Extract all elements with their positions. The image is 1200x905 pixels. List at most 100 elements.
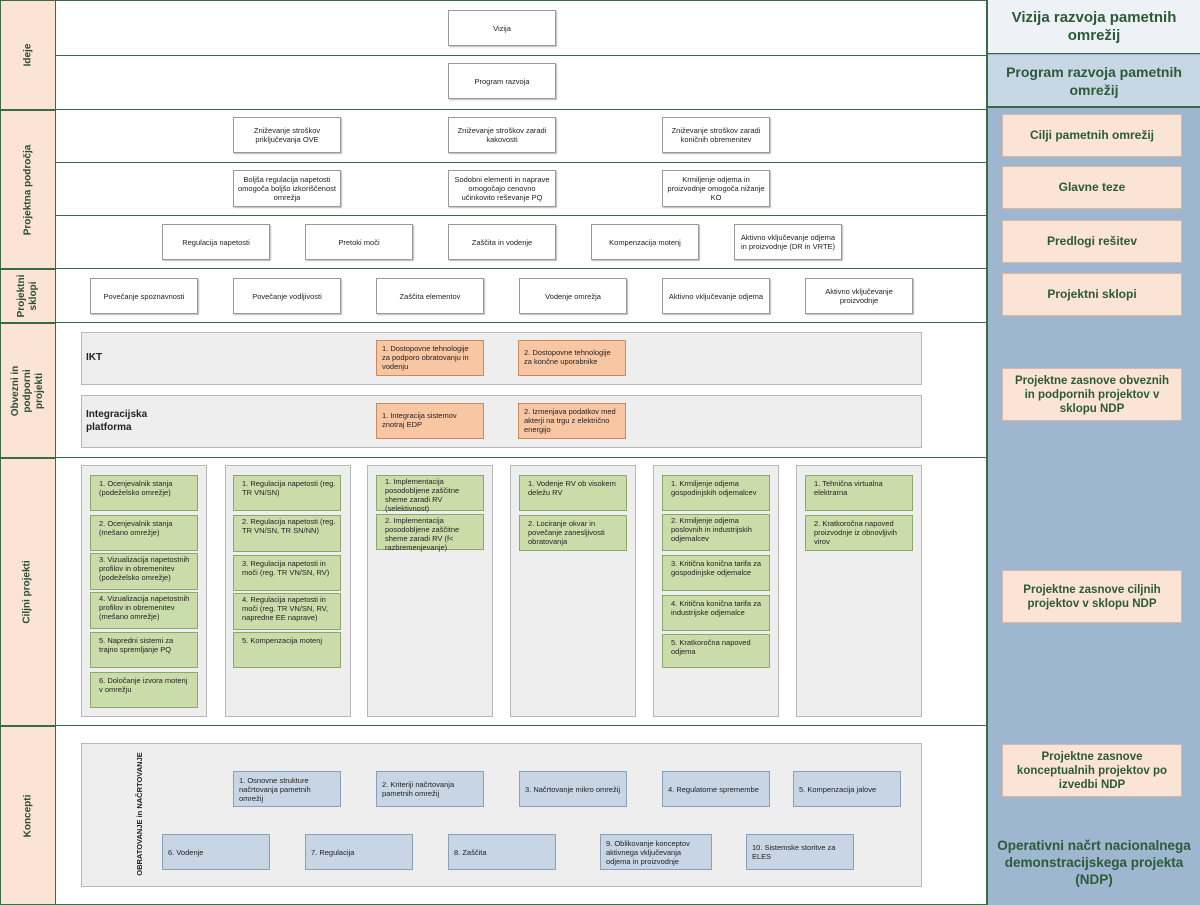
integracijska-title: Integracijska platforma (86, 409, 148, 433)
band-label-podrocja: Projektna področja (0, 110, 56, 269)
program-text: Program razvoja (474, 76, 530, 86)
program-box: Program razvoja (448, 63, 556, 99)
band-label-podrocja-text: Projektna področja (22, 144, 34, 235)
ciljni-item: 1. Tehnična virtualna elektrarna (805, 475, 913, 511)
sklop-box: Vodenje omrežja (519, 278, 627, 314)
right-vizija-title: Vizija razvoja pametnih omrežij (988, 0, 1200, 54)
koncept-item: 8. Zaščita (448, 834, 556, 870)
cilj-box: Zniževanje stroškov zaradi kakovosti (448, 117, 556, 153)
sklop-box: Aktivno vključevanje odjema (662, 278, 770, 314)
koncept-item: 4. Regulatorne spremembe (662, 771, 770, 807)
ikt-item: 1. Dostopovne tehnologije za podporo obr… (376, 340, 484, 376)
ciljni-item: 1. Regulacija napetosti (reg. TR VN/SN) (233, 475, 341, 511)
cilj-box: Zniževanje stroškov priključevanja OVE (233, 117, 341, 153)
koncept-item: 10. Sistemske storitve za ELES (746, 834, 854, 870)
resitev-box: Pretoki moči (305, 224, 413, 260)
cilj-text: Zniževanje stroškov zaradi koničnih obre… (671, 126, 761, 144)
teza-box: Boljša regulacija napetosti omogoča bolj… (233, 170, 341, 207)
integracijska-item: 1. Integracija sistemov znotraj EDP (376, 403, 484, 439)
ciljni-item: 6. Določanje izvora motenj v omrežju (90, 672, 198, 708)
ciljni-item: 5. Napredni sistemi za trajno spremljanj… (90, 632, 198, 668)
right-cilji: Cilji pametnih omrežij (1002, 114, 1182, 157)
integracijska-panel (81, 395, 922, 448)
ikt-item: 2. Dostopovne tehnologije za končne upor… (518, 340, 626, 376)
koncept-item: 1. Osnovne strukture načrtovanja pametni… (233, 771, 341, 807)
ciljni-item: 1. Ocenjevalnik stanja (podeželsko omrež… (90, 475, 198, 511)
right-program-title: Program razvoja pametnih omrežij (988, 55, 1200, 108)
cilj-text: Zniževanje stroškov priključevanja OVE (253, 126, 321, 144)
ciljni-item: 2. Lociranje okvar in povečanje zaneslji… (519, 515, 627, 551)
ciljni-item: 2. Implementacija posodobljene zaščitne … (376, 514, 484, 552)
ikt-panel (81, 332, 922, 385)
teza-box: Krmiljenje odjema in proizvodnje omogoča… (662, 170, 770, 207)
band-label-obvezni: Obvezni in podporni projekti (0, 323, 56, 458)
ciljni-item: 5. Kratkoročna napoved odjema (662, 634, 770, 668)
sklop-text: Povečanje spoznavnosti (103, 291, 185, 301)
right-sklopi: Projektni sklopi (1002, 273, 1182, 316)
sklop-box: Aktivno vključevanje proizvodnje (805, 278, 913, 314)
sklop-text: Aktivno vključevanje odjema (668, 291, 764, 301)
right-ciljni: Projektne zasnove ciljnih projektov v sk… (1002, 570, 1182, 623)
cilj-box: Zniževanje stroškov zaradi koničnih obre… (662, 117, 770, 153)
ikt-title: IKT (86, 352, 103, 363)
teza-text: Boljša regulacija napetosti omogoča bolj… (238, 175, 336, 202)
koncept-item: 5. Kompenzacija jalove (793, 771, 901, 807)
resitev-text: Aktivno vključevanje odjema in proizvodn… (740, 233, 836, 251)
ciljni-item: 4. Kritična konična tarifa za industrijs… (662, 595, 770, 631)
resitev-box: Zaščita in vodenje (448, 224, 556, 260)
sklop-text: Povečanje vodljivosti (252, 291, 322, 301)
ciljni-item: 2. Ocenjevalnik stanja (mešano omrežje) (90, 515, 198, 551)
koncept-item: 2. Kriteriji načrtovanja pametnih omreži… (376, 771, 484, 807)
koncepti-side-label: OBRATOVANJE in NAČRTOVANJE (135, 752, 144, 876)
band-label-ciljni: Ciljni projekti (0, 458, 56, 726)
resitev-box: Regulacija napetosti (162, 224, 270, 260)
right-koncepti: Projektne zasnove konceptualnih projekto… (1002, 744, 1182, 797)
right-predlogi: Predlogi rešitev (1002, 220, 1182, 263)
resitev-box: Kompenzacija motenj (591, 224, 699, 260)
sklop-text: Zaščita elementov (399, 291, 461, 301)
sklop-box: Zaščita elementov (376, 278, 484, 314)
teza-box: Sodobni elementi in naprave omogočajo ce… (448, 170, 556, 207)
ciljni-item: 1. Implementacija posodobljene zaščitne … (376, 475, 484, 513)
koncept-item: 9. Oblikovanje konceptov aktivnega vklju… (600, 834, 712, 870)
ciljni-item: 3. Regulacija napetosti in moči (reg. TR… (233, 555, 341, 591)
ciljni-item: 2. Krmiljenje odjema poslovnih in indust… (662, 514, 770, 551)
ciljni-item: 5. Kompenzacija motenj (233, 632, 341, 668)
band-label-sklopi-text: Projektni sklopi (16, 274, 39, 318)
band-label-koncepti-text: Koncepti (22, 794, 33, 837)
band-label-ciljni-text: Ciljni projekti (22, 560, 33, 624)
band-label-sklopi: Projektni sklopi (0, 269, 56, 323)
ciljni-item: 2. Kratkoročna napoved proizvodnje iz ob… (805, 515, 913, 551)
teza-text: Sodobni elementi in naprave omogočajo ce… (454, 175, 550, 202)
right-operativni: Operativni načrt nacionalnega demonstrac… (997, 837, 1191, 887)
band-label-ideje-text: Ideje (21, 43, 33, 67)
sklop-text: Vodenje omrežja (545, 291, 601, 301)
resitev-text: Pretoki moči (338, 237, 380, 247)
right-teze: Glavne teze (1002, 166, 1182, 209)
koncept-item: 6. Vodenje (162, 834, 270, 870)
resitev-text: Zaščita in vodenje (471, 237, 533, 247)
band-label-obvezni-text: Obvezni in podporni projekti (10, 365, 45, 416)
koncept-item: 3. Načrtovanje mikro omrežij (519, 771, 627, 807)
sklop-box: Povečanje spoznavnosti (90, 278, 198, 314)
band-label-ideje: Ideje (0, 0, 56, 110)
resitev-text: Regulacija napetosti (182, 237, 250, 247)
koncept-item: 7. Regulacija (305, 834, 413, 870)
sklop-text: Aktivno vključevanje proizvodnje (825, 287, 893, 305)
resitev-box: Aktivno vključevanje odjema in proizvodn… (734, 224, 842, 260)
ciljni-item: 3. Kritična konična tarifa za gospodinjs… (662, 555, 770, 591)
ciljni-item: 1. Krmiljenje odjema gospodinjskih odjem… (662, 475, 770, 511)
vizija-text: Vizija (493, 23, 511, 33)
ciljni-item: 1. Vodenje RV ob visokem deležu RV (519, 475, 627, 511)
ciljni-item: 4. Regulacija napetosti in moči (reg. TR… (233, 593, 341, 630)
right-obvezni: Projektne zasnove obveznih in podpornih … (1002, 368, 1182, 421)
teza-text: Krmiljenje odjema in proizvodnje omogoča… (667, 175, 765, 202)
sklop-box: Povečanje vodljivosti (233, 278, 341, 314)
integracijska-item: 2. Izmenjava podatkov med akterji na trg… (518, 403, 626, 439)
band-label-koncepti: Koncepti (0, 726, 56, 905)
resitev-text: Kompenzacija motenj (609, 237, 681, 247)
ciljni-item: 3. Vizualizacija napetostnih profilov in… (90, 553, 198, 590)
ciljni-item: 2. Regulacija napetosti (reg. TR VN/SN, … (233, 515, 341, 552)
vizija-box: Vizija (448, 10, 556, 46)
ciljni-item: 4. Vizualizacija napetostnih profilov in… (90, 592, 198, 629)
